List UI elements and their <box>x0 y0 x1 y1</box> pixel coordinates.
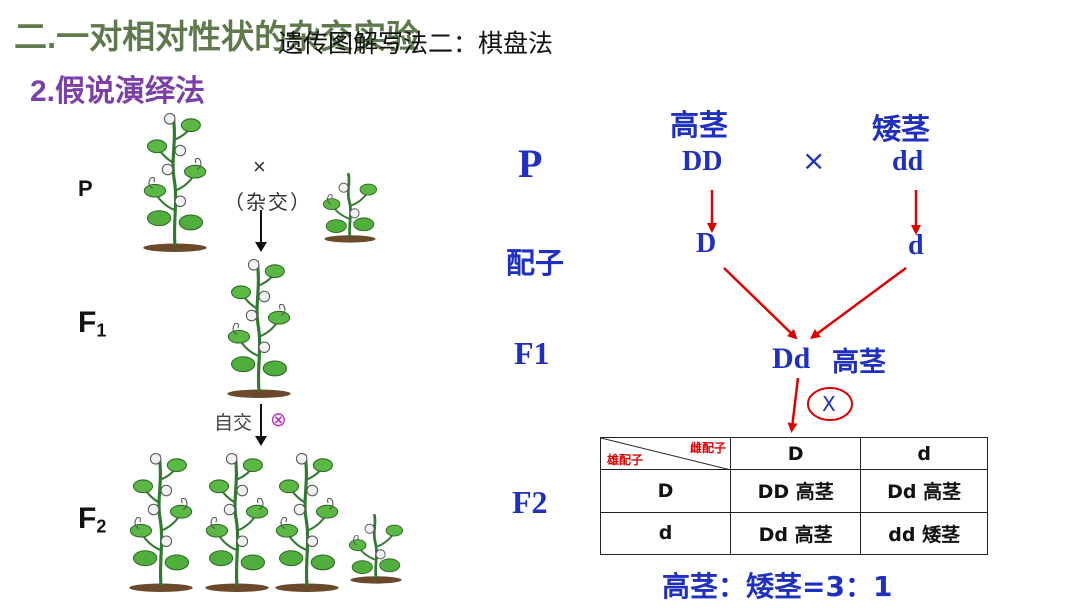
punnett-cell: Dd 高茎 <box>731 512 861 555</box>
corner-female-label: 雌配子 <box>690 439 726 456</box>
punnett-cell: Dd 高茎 <box>861 470 988 513</box>
punnett-cell: dd 矮茎 <box>861 512 988 555</box>
phenotype-ratio: 高茎：矮茎=3：1 <box>662 565 892 605</box>
punnett-square: 雌配子 雄配子 D d D DD 高茎 Dd 高茎 d Dd 高茎 dd 矮茎 <box>600 437 988 555</box>
col-header: d <box>861 438 988 470</box>
corner-male-label: 雄配子 <box>607 451 643 468</box>
punnett-corner: 雌配子 雄配子 <box>601 438 731 470</box>
punnett-cell: DD 高茎 <box>731 470 861 513</box>
self-cross-marker: X <box>822 392 836 416</box>
row-header: d <box>601 512 731 555</box>
col-header: D <box>731 438 861 470</box>
row-header: D <box>601 470 731 513</box>
